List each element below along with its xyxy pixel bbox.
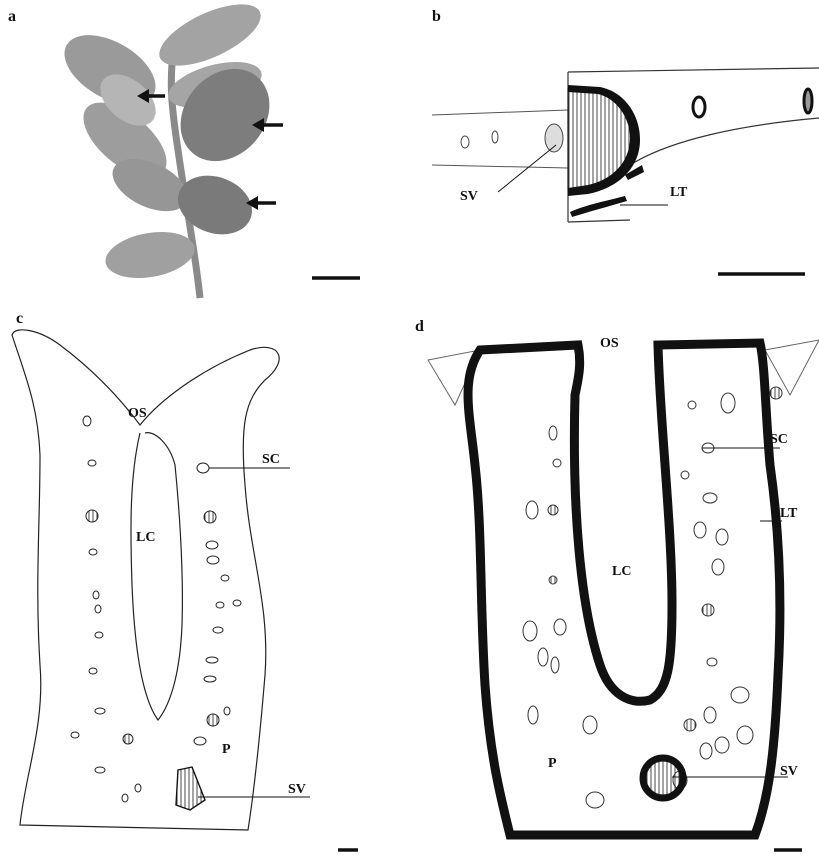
panel-d-drawing: OS LC P SV SC LT: [410, 305, 819, 867]
annotation-sc: SC: [262, 452, 280, 467]
shoot-image: [53, 0, 360, 298]
secretory-vessel: [643, 758, 683, 798]
annotation-lc: LC: [136, 530, 155, 545]
annotation-sv: SV: [288, 782, 306, 797]
annotation-sv: SV: [460, 189, 478, 204]
small-vein: [545, 124, 563, 152]
annotation-sv: SV: [780, 764, 798, 779]
panel-c-drawing: OS LC SC P SV: [0, 305, 400, 867]
panel-b-drawing: SV LT: [420, 0, 819, 305]
annotation-sc: SC: [770, 432, 788, 447]
annotation-lt: LT: [670, 185, 688, 200]
lignified-outline: [468, 343, 780, 835]
annotation-lc: LC: [612, 564, 631, 579]
leaf: [102, 226, 198, 285]
annotation-p: P: [548, 756, 557, 771]
annotation-os: OS: [600, 336, 619, 351]
annotation-p: P: [222, 742, 231, 757]
annotation-lt: LT: [780, 506, 798, 521]
annotation-os: OS: [128, 406, 147, 421]
panel-a-photo: [0, 0, 400, 305]
